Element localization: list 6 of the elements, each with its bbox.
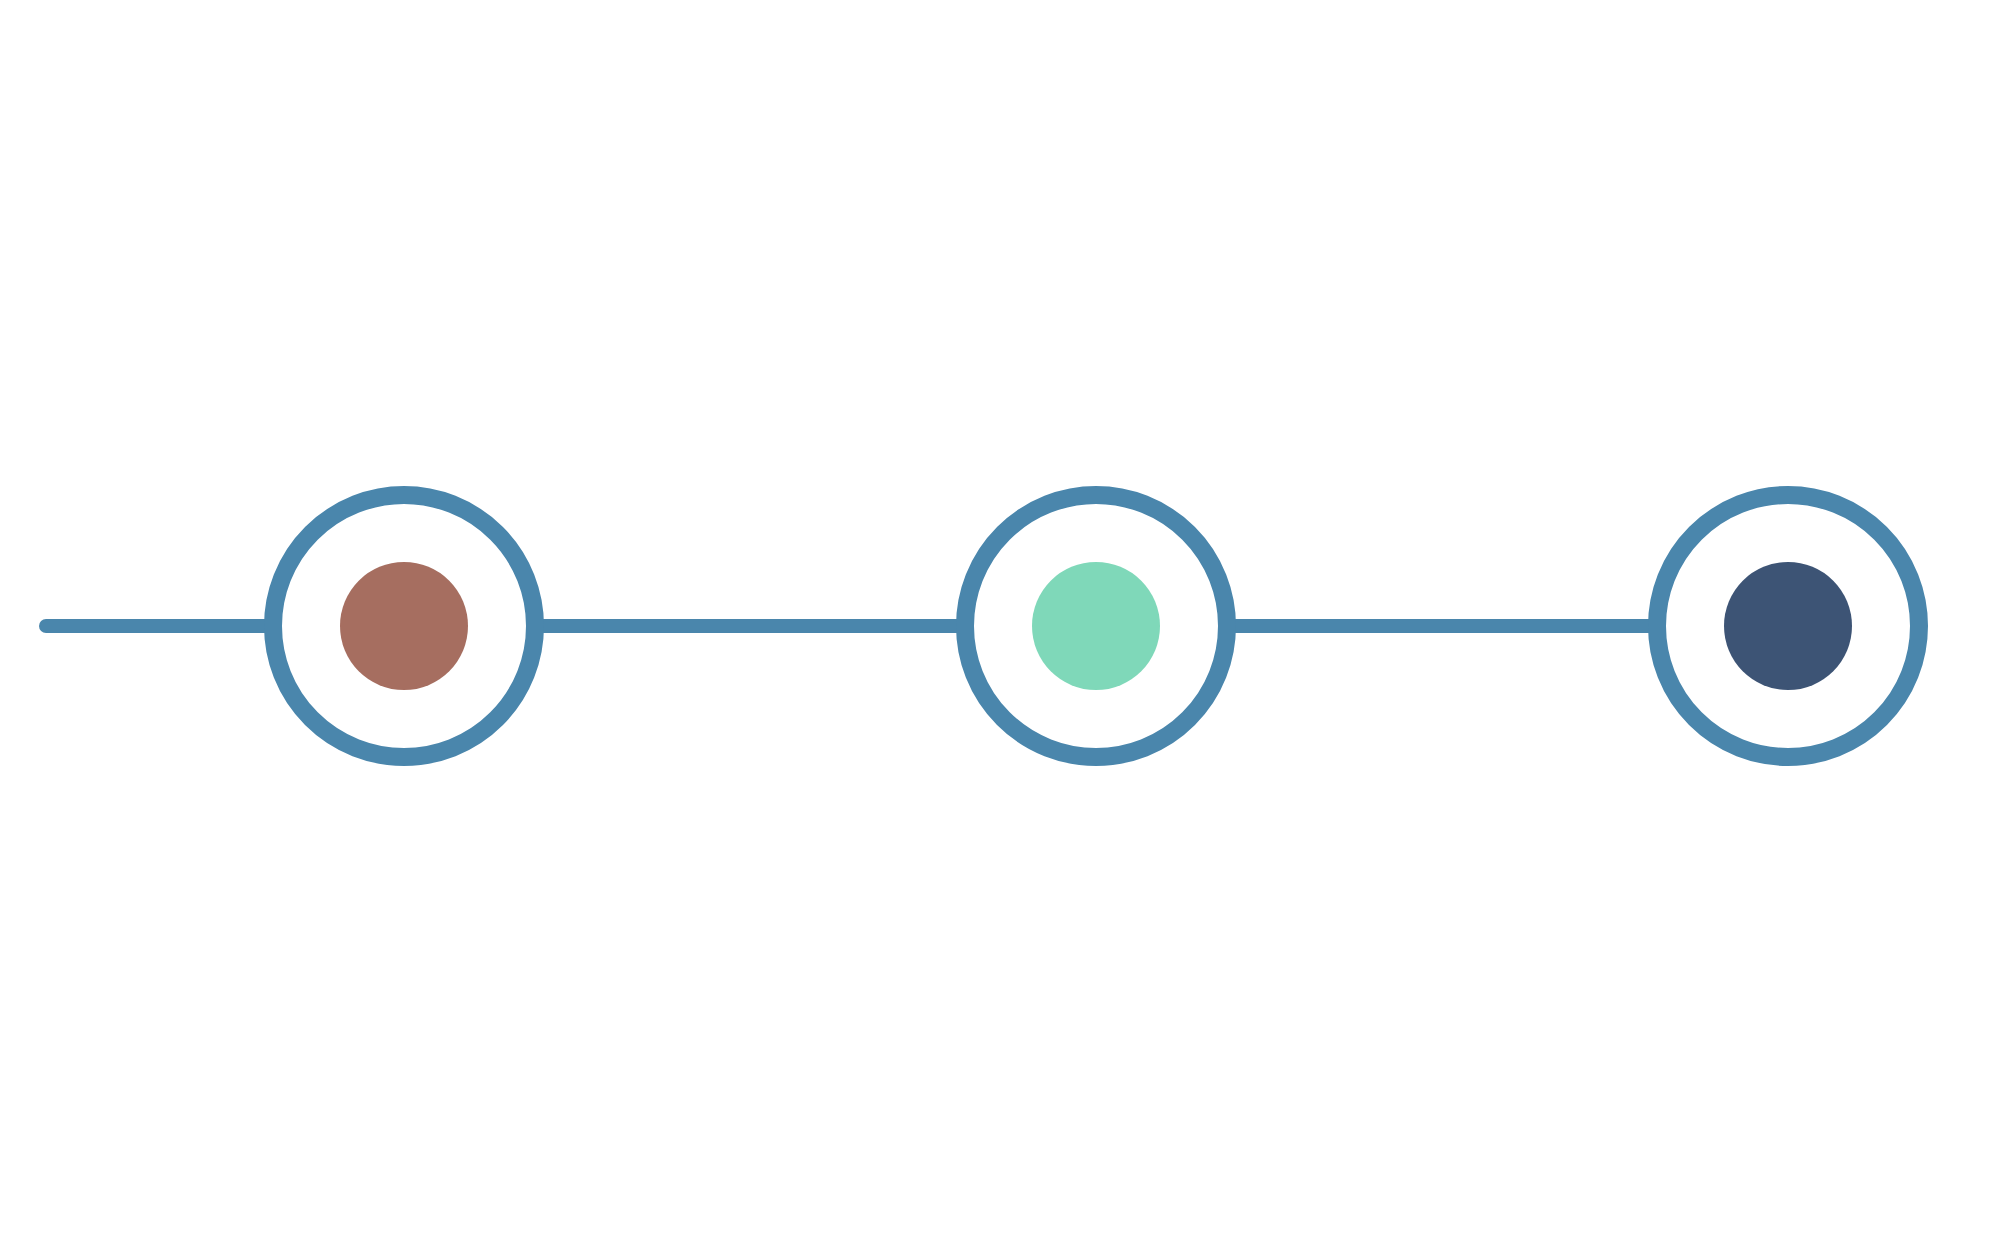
milestone-ring <box>264 486 544 766</box>
milestone-dot <box>1724 562 1852 690</box>
milestone-ring <box>956 486 1236 766</box>
milestone-dot <box>1032 562 1160 690</box>
milestone-dot <box>340 562 468 690</box>
milestone-ring <box>1648 486 1928 766</box>
